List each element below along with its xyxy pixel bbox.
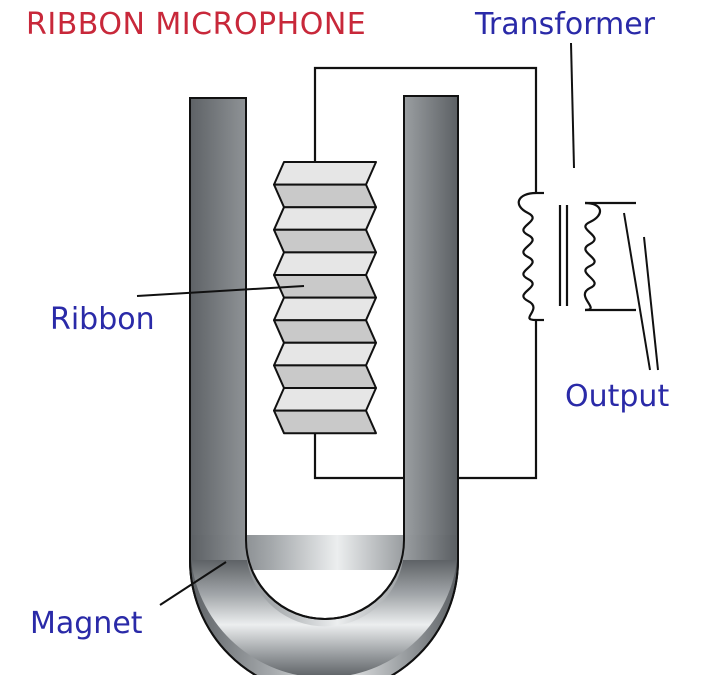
ribbon-leader [136,285,305,297]
ribbon-fold [273,387,377,412]
ribbon-fold [273,341,377,367]
callout-lines [136,42,659,606]
magnet-leader [159,561,227,606]
u-magnet [189,95,459,675]
ribbon-fold [273,251,377,276]
ribbon-fold [273,161,377,186]
ribbon-fold [273,319,377,344]
ribbon-fold [273,183,377,209]
ribbon-fold [273,364,377,389]
ribbon-fold [273,206,377,231]
diagram-title: RIBBON MICROPHONE [26,7,366,42]
magnet-label: Magnet [30,606,143,641]
transformer-core [558,205,569,306]
ribbon-fold [273,228,377,254]
ribbon-fold [273,409,377,435]
ribbon-fold [273,296,377,322]
transformer-leader [570,42,575,169]
transformer [517,191,636,322]
output-leader-right [643,236,659,371]
primary-coil [517,191,544,322]
output-label: Output [565,379,669,414]
transformer-label: Transformer [474,7,656,42]
output-leader-left [623,212,651,371]
secondary-coil [583,201,636,312]
ribbon-label: Ribbon [50,302,155,337]
corrugated-ribbon [273,161,377,435]
